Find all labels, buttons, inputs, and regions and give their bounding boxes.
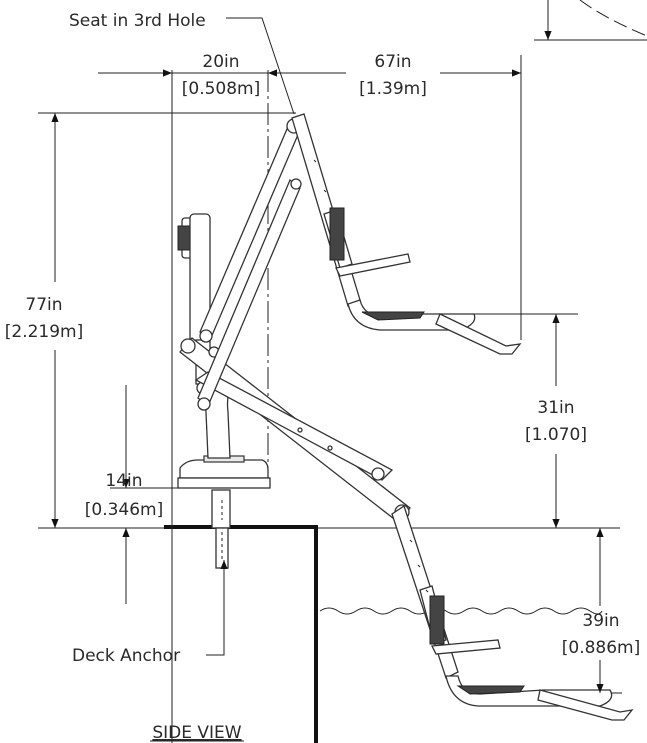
pool-edge: [38, 525, 620, 743]
view-title: SIDE VIEW: [152, 723, 241, 743]
upper-seat-post: [291, 113, 361, 307]
seat-above-deck-imperial: 31in: [537, 398, 574, 418]
deck-anchor-leader: [206, 560, 228, 656]
upper-boom: [197, 118, 302, 411]
overall-height-metric: [2.219m]: [5, 322, 84, 342]
overall-height-imperial: 77in: [25, 295, 62, 315]
lower-seat: [429, 595, 634, 721]
base-height-metric: [0.346m]: [85, 500, 164, 520]
partial-detail: [534, 0, 647, 41]
seat-hole-note: Seat in 3rd Hole: [69, 11, 206, 31]
lower-boom: [179, 337, 411, 523]
offset-width-imperial: 20in: [202, 52, 239, 72]
upper-seat: [329, 207, 522, 355]
reach-metric: [1.39m]: [359, 79, 427, 99]
deck-anchor-post: [211, 489, 231, 569]
water-line: [319, 607, 603, 615]
seat-hole-leader: [226, 17, 295, 115]
offset-width-metric: [0.508m]: [182, 79, 261, 99]
lift-base: [177, 455, 271, 489]
base-height-imperial: 14in: [105, 471, 142, 491]
seat-below-deck-imperial: 39in: [582, 611, 619, 631]
seat-below-deck-metric: [0.886m]: [562, 638, 641, 658]
deck-anchor-note: Deck Anchor: [72, 646, 180, 666]
reach-imperial: 67in: [374, 52, 411, 72]
seat-above-deck-metric: [1.070]: [525, 425, 587, 445]
